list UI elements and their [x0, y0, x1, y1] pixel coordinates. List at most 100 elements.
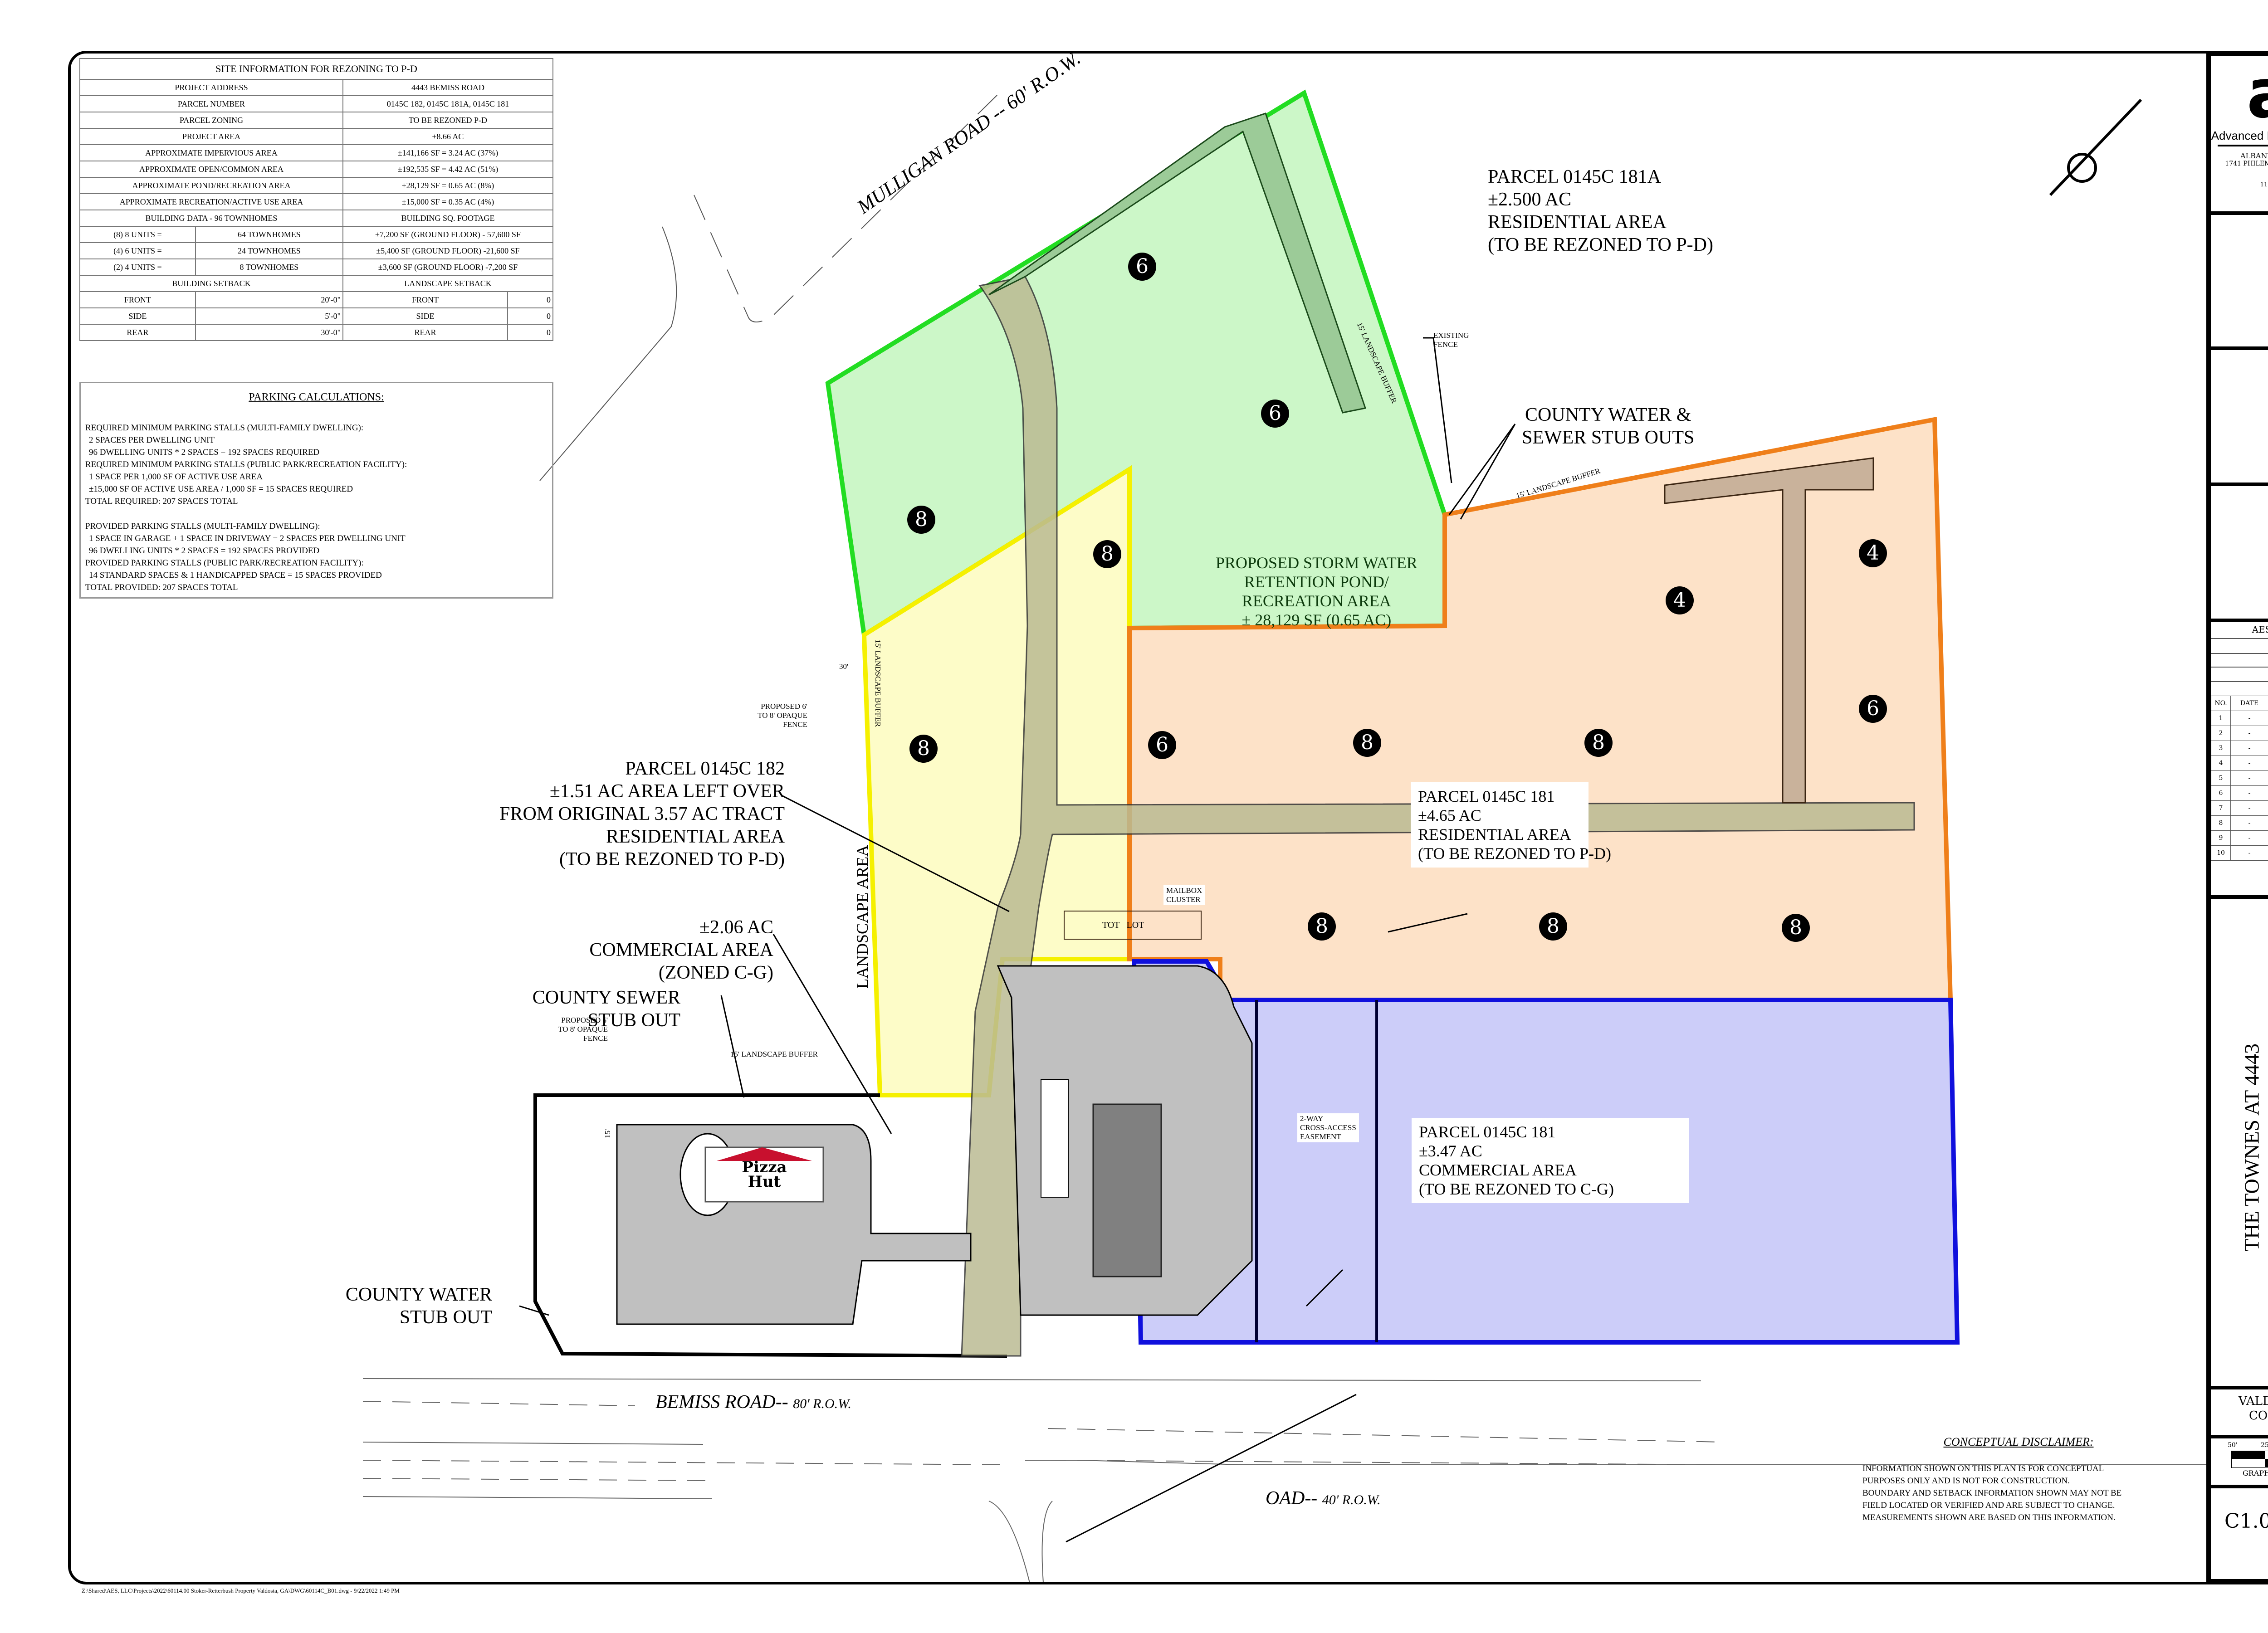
building-badge: 8 — [1353, 729, 1381, 757]
unit-homes: 64 TOWNHOMES — [195, 226, 343, 243]
unit-sqft: ±5,400 SF (GROUND FLOOR) -21,600 SF — [342, 242, 554, 259]
tot-lot-label: TOT LOT — [1102, 921, 1144, 930]
fence-line: FENCE — [583, 1034, 608, 1043]
tot-lot-box — [1064, 911, 1202, 940]
parcel-181-line: (TO BE REZONED TO C-G) — [1419, 1180, 1614, 1198]
row-label: PARCEL ZONING — [79, 112, 343, 129]
parking-line: 14 STANDARD SPACES & 1 HANDICAPPED SPACE… — [89, 570, 382, 580]
landscape-buffer-label-south: 15' LANDSCAPE BUFFER — [730, 1050, 818, 1058]
easement-line: 2-WAY — [1300, 1114, 1324, 1123]
site-information-table: SITE INFORMATION FOR REZONING TO P-D PRO… — [79, 58, 554, 341]
label-line: STUB OUT — [587, 1010, 680, 1031]
parcel-182-line: FROM ORIGINAL 3.57 AC TRACT — [499, 804, 785, 824]
disclaimer-line: PURPOSES ONLY AND IS NOT FOR CONSTRUCTIO… — [1862, 1476, 2070, 1486]
pond-line: RECREATION AREA — [1242, 592, 1391, 610]
hut-word: Hut — [748, 1173, 781, 1191]
building-badge: 6 — [1859, 695, 1887, 723]
commercial-206-label: ±2.06 AC COMMERCIAL AREA (ZONED C-G) — [499, 916, 773, 984]
building-setback-value: 20'-0" — [195, 291, 343, 308]
disclaimer-line: BOUNDARY AND SETBACK INFORMATION SHOWN M… — [1862, 1488, 2122, 1498]
building-setback-value: 5'-0" — [195, 307, 343, 325]
rev-no: 1 — [2211, 711, 2231, 726]
mailbox-line: CLUSTER — [1166, 895, 1201, 904]
cross-access-easement-label: 2-WAY CROSS-ACCESS EASEMENT — [1297, 1113, 1359, 1142]
pond-line: ± 28,129 SF (0.65 AC) — [1242, 611, 1392, 629]
parking-line: 1 SPACE PER 1,000 SF OF ACTIVE USE AREA — [89, 472, 263, 482]
fence-line: TO 8' OPAQUE — [758, 711, 807, 720]
building-badge: 4 — [1859, 539, 1887, 567]
parcel-181-line: ±4.65 AC — [1418, 806, 1481, 824]
unit-count: (2) 4 UNITS = — [79, 258, 196, 276]
row-value: ±8.66 AC — [342, 128, 554, 145]
scale-tick: 25' — [2261, 1442, 2268, 1449]
pond-label: PROPOSED STORM WATER RETENTION POND/ REC… — [1216, 553, 1418, 629]
parcel-181-residential-area — [1127, 416, 1953, 1002]
lot-word: LOT — [1126, 920, 1144, 930]
fence-line: TO 8' OPAQUE — [558, 1025, 608, 1033]
dimension-15: 15' — [603, 1129, 612, 1139]
site-table-title: SITE INFORMATION FOR REZONING TO P-D — [79, 58, 553, 80]
fence-line: FENCE — [783, 720, 807, 729]
fence-line: PROPOSED 6' — [761, 702, 807, 711]
fence-line: FENCE — [1433, 340, 1458, 349]
parcel-181-line: (TO BE REZONED TO P-D) — [1418, 844, 1611, 863]
parcel-182-line: RESIDENTIAL AREA — [606, 826, 785, 847]
county-line: COUNTY, GEORGIA — [2248, 1409, 2268, 1423]
parcel-182-line: (TO BE REZONED TO P-D) — [559, 849, 785, 870]
parcel-181-line: COMMERCIAL AREA — [1419, 1161, 1577, 1179]
north-loop-road — [988, 112, 1366, 414]
pizza-word: Pizza — [742, 1158, 787, 1176]
graphic-scale: 50' 25' 0' 50' GRAPHIC SCALE 1" = 50' — [2228, 1442, 2268, 1478]
aes-logo: aes — [2211, 60, 2268, 128]
scale-label: GRAPHIC SCALE 1" = 50' — [2243, 1469, 2268, 1477]
parking-line: 96 DWELLING UNITS * 2 SPACES = 192 SPACE… — [89, 546, 320, 556]
landscape-setback-value: 0 — [507, 291, 554, 308]
landscape-area-label: LANDSCAPE AREA — [853, 844, 871, 989]
rev-date: - — [2230, 711, 2268, 726]
opaque-fence-label-north: PROPOSED 6' TO 8' OPAQUE FENCE — [735, 702, 807, 729]
parcel-182-label: PARCEL 0145C 182 ±1.51 AC AREA LEFT OVER… — [458, 757, 785, 871]
easement-line: CROSS-ACCESS — [1300, 1123, 1356, 1132]
row-label: PROJECT ADDRESS — [79, 79, 343, 96]
county-line: VALDOSTA, LOWNDES — [2239, 1394, 2268, 1408]
title-block: aes Advanced Engineering Services, LLC A… — [2208, 51, 2268, 1584]
rev-no: 7 — [2211, 800, 2231, 816]
row-value: ±28,129 SF = 0.65 AC (8%) — [342, 177, 554, 194]
dimension-30: 30' — [839, 662, 849, 671]
rev-header-date: DATE — [2230, 696, 2268, 711]
rev-no: 6 — [2211, 785, 2231, 801]
building-badge: 6 — [1261, 400, 1289, 428]
date-of-plans: 9/22/2022 — [2211, 668, 2268, 679]
rev-date: - — [2230, 756, 2268, 771]
disclaimer-line: INFORMATION SHOWN ON THIS PLAN IS FOR CO… — [1862, 1464, 2104, 1473]
parking-line: 2 SPACES PER DWELLING UNIT — [89, 435, 215, 445]
sheet-label: SHEET — [2211, 1489, 2268, 1505]
parcel-181a-line: PARCEL 0145C 181A — [1488, 166, 1661, 187]
office-albany: ALBANY 1741 PHILEMA RD — [2220, 151, 2268, 167]
mulligan-road-lines — [539, 94, 998, 481]
setback-side: FRONT — [79, 291, 196, 308]
row-value: BUILDING SQ. FOOTAGE — [342, 210, 554, 227]
building-badge: 8 — [1308, 912, 1336, 941]
rev-date: - — [2230, 741, 2268, 756]
tot-word: TOT — [1102, 920, 1120, 930]
office-city: ALBANY — [2240, 151, 2268, 160]
landscape-setback-header: LANDSCAPE SETBACK — [342, 275, 554, 292]
mailbox-cluster-label: MAILBOX CLUSTER — [1163, 885, 1205, 905]
existing-fence-label: EXISTING FENCE — [1433, 331, 1469, 349]
unit-count: (8) 8 UNITS = — [79, 226, 196, 243]
rev-header-no: NO. — [2211, 696, 2231, 711]
parking-title: PARKING CALCULATIONS: — [249, 391, 384, 403]
unit-sqft: ±7,200 SF (GROUND FLOOR) - 57,600 SF — [342, 226, 554, 243]
rev-date: - — [2230, 830, 2268, 846]
row-label: PROJECT AREA — [79, 128, 343, 145]
rev-date: - — [2230, 726, 2268, 741]
bemiss-row: 80' R.O.W. — [793, 1396, 851, 1411]
landscape-setback-value: 0 — [507, 307, 554, 325]
parcel-181-line: ±3.47 AC — [1419, 1142, 1482, 1160]
building-badge: 4 — [1666, 586, 1694, 614]
rev-date: - — [2230, 815, 2268, 831]
bemiss-road-label: BEMISS ROAD-- 80' R.O.W. — [655, 1391, 851, 1413]
parcel-181-line: RESIDENTIAL AREA — [1418, 825, 1571, 843]
office-address: 110-A TOMMY STALNAKER DR. — [2260, 181, 2268, 188]
